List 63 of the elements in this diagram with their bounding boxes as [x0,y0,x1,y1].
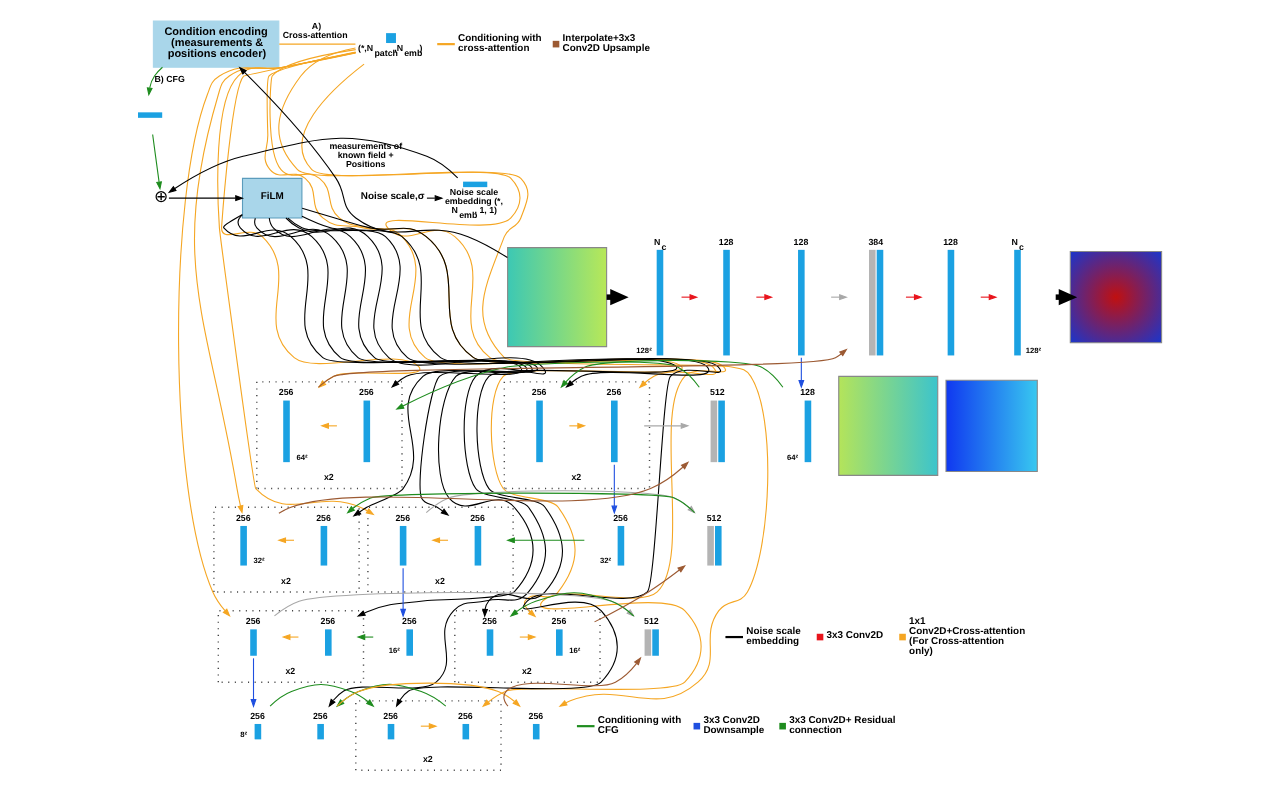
node-box [803,400,811,463]
node-picture [1068,250,1162,344]
arrow [166,137,458,194]
arrow [192,52,356,515]
node-box [610,400,617,463]
arrow [502,656,641,707]
node-box [946,249,954,356]
arrow [394,361,699,410]
arrow [610,464,617,515]
arrow [177,52,356,617]
node-box [555,629,562,656]
node-box [655,249,663,356]
node-box [324,629,331,656]
arrow [505,537,584,544]
node-picture [944,379,1037,473]
node-box [535,400,542,463]
arrow [399,567,406,618]
node-box [386,723,394,740]
arrow [592,564,685,623]
arrow [559,359,783,389]
arrow [237,66,507,259]
node-box [253,723,261,740]
node-picture [837,375,938,476]
node-box [405,629,412,656]
node-box [249,629,256,656]
node-box [722,249,729,356]
node-box [282,400,289,463]
arrow [979,294,997,301]
node-bar [137,112,162,118]
arrow [249,657,256,708]
arrow [829,294,847,301]
node-box [398,525,406,566]
connector [277,43,355,45]
node-box [239,525,246,566]
node-box [316,723,323,740]
arrow [151,133,162,191]
node-box [616,525,624,566]
arrow [319,422,337,429]
arrow [567,422,586,429]
arrow [267,217,537,617]
node-box [319,525,327,566]
arrow [642,422,689,429]
arrow [355,633,373,641]
node-picture [506,247,607,348]
node-box [1013,249,1020,356]
node-box [531,723,539,740]
arrow [754,294,773,301]
node-box [485,629,493,656]
arrow [167,195,243,202]
node-bar [462,181,487,188]
node-bar [385,33,395,44]
arrow [277,461,689,514]
arrow [797,357,804,389]
arrow [904,294,922,301]
node-box [461,723,469,740]
node-box [362,400,370,463]
node-box [797,249,804,356]
node-box [473,525,481,566]
arrow [280,633,298,641]
arrow [680,294,698,301]
arrow [145,66,162,97]
arrow [425,195,443,202]
arrow [518,633,536,641]
